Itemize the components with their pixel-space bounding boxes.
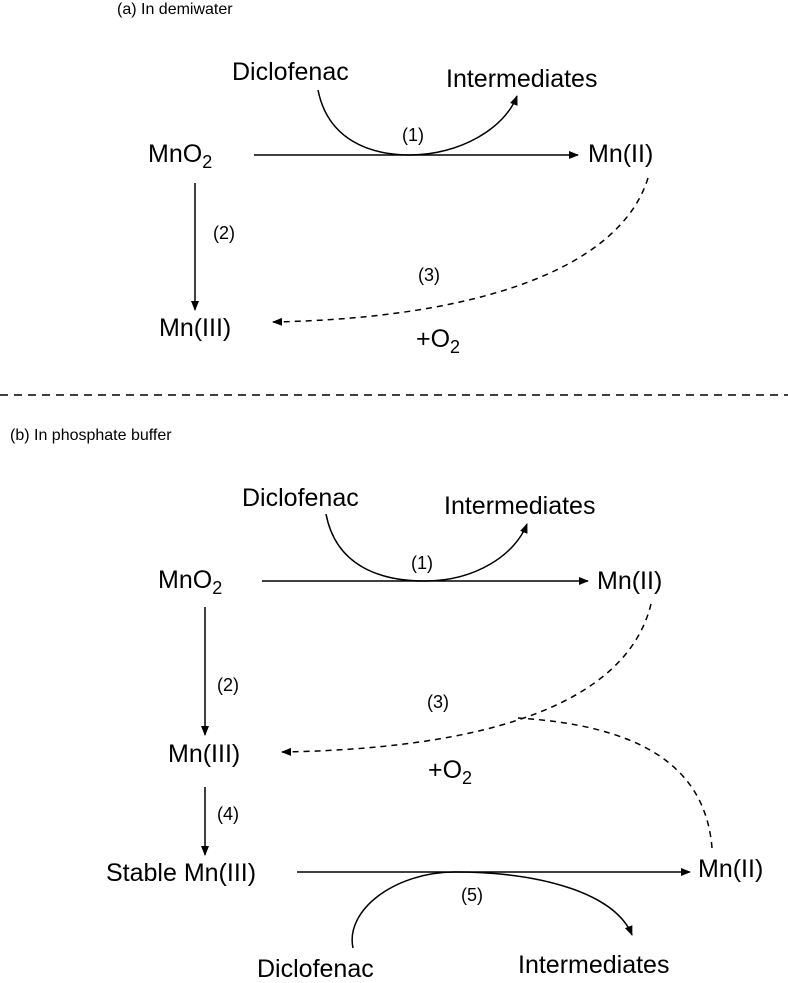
panel-b-mn2-bottom-label: Mn(II) [698, 855, 764, 883]
panel-a-diclofenac-label: Diclofenac [232, 58, 349, 86]
panel-a-step2-label: (2) [213, 223, 235, 243]
panel-a-mno2-subscript: 2 [202, 151, 213, 172]
panel-a-o2-label: +O2 [416, 325, 460, 356]
dashed-b-mn2-bottom-to-merge [517, 717, 713, 849]
panel-a-step1-label: (1) [402, 125, 424, 145]
panel-b-o2-text: +O [428, 756, 463, 784]
panel-b-mn3-label: Mn(III) [168, 740, 241, 768]
panel-a-intermediates-label: Intermediates [446, 65, 598, 93]
panel-b-o2-label: +O2 [428, 756, 472, 787]
dashed-b-mn2-to-mn3 [281, 603, 652, 756]
panel-b-intermediates-bottom-label: Intermediates [518, 951, 670, 979]
panel-a-step3-label: (3) [418, 265, 440, 285]
panel-b-mn2-top-label: Mn(II) [597, 567, 663, 595]
panel-a-mn3-label: Mn(III) [159, 314, 232, 342]
panel-a-mno2-label: MnO2 [148, 140, 212, 171]
panel-a-mno2-text: MnO [148, 140, 203, 168]
panel-b-mno2-label: MnO2 [158, 566, 222, 597]
panel-b-intermediates-top-label: Intermediates [444, 492, 596, 520]
panel-b-diclofenac-top-label: Diclofenac [242, 484, 359, 512]
panel-b-diclofenac-bottom-label: Diclofenac [257, 955, 374, 983]
panel-b-title: (b) In phosphate buffer [10, 427, 172, 444]
curve-b-diclofenac-to-intermediates [325, 513, 528, 582]
panel-b-o2-subscript: 2 [462, 767, 473, 788]
panel-a-mn2-label: Mn(II) [588, 140, 654, 168]
panel-a-title: (a) In demiwater [117, 1, 233, 18]
panel-b-mno2-subscript: 2 [212, 577, 223, 598]
panel-b-step5-label: (5) [461, 885, 483, 905]
panel-b-mno2-text: MnO [158, 566, 213, 594]
panel-a-o2-subscript: 2 [450, 336, 461, 357]
panel-b-step3-label: (3) [427, 692, 449, 712]
panel-a-o2-text: +O [416, 325, 451, 353]
panel-b-step2-label: (2) [217, 675, 239, 695]
panel-b-stable-mn3-label: Stable Mn(III) [106, 859, 257, 887]
curve-a-diclofenac-to-intermediates [317, 89, 518, 156]
panel-b-step4-label: (4) [217, 804, 239, 824]
curve-b-diclofenac-bottom-to-intermediates [351, 871, 633, 949]
panel-b-step1-label: (1) [411, 553, 433, 573]
dashed-a-mn2-to-mn3 [272, 177, 649, 326]
